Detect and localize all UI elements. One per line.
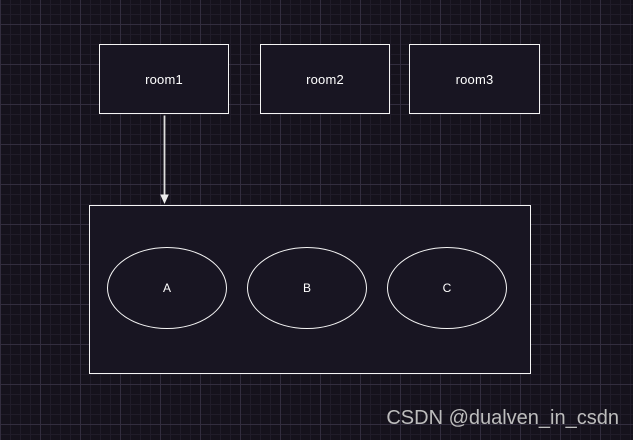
node-room3[interactable]: room3 [409, 44, 540, 114]
csdn-watermark: CSDN @dualven_in_csdn [386, 407, 619, 429]
ellipse-B-label: B [302, 281, 311, 295]
arrowhead-icon [160, 194, 169, 204]
ellipse-A-label: A [162, 281, 171, 295]
ellipse-A[interactable]: A [107, 247, 227, 329]
ellipse-C[interactable]: C [387, 247, 507, 329]
node-room1-label: room1 [145, 71, 183, 87]
node-room1[interactable]: room1 [99, 44, 229, 114]
ellipse-B[interactable]: B [247, 247, 367, 329]
ellipse-C-label: C [442, 281, 452, 295]
node-room3-label: room3 [455, 71, 494, 87]
group-container[interactable]: A B C [89, 205, 531, 374]
node-room2-label: room2 [306, 71, 344, 87]
node-room2[interactable]: room2 [260, 44, 390, 114]
